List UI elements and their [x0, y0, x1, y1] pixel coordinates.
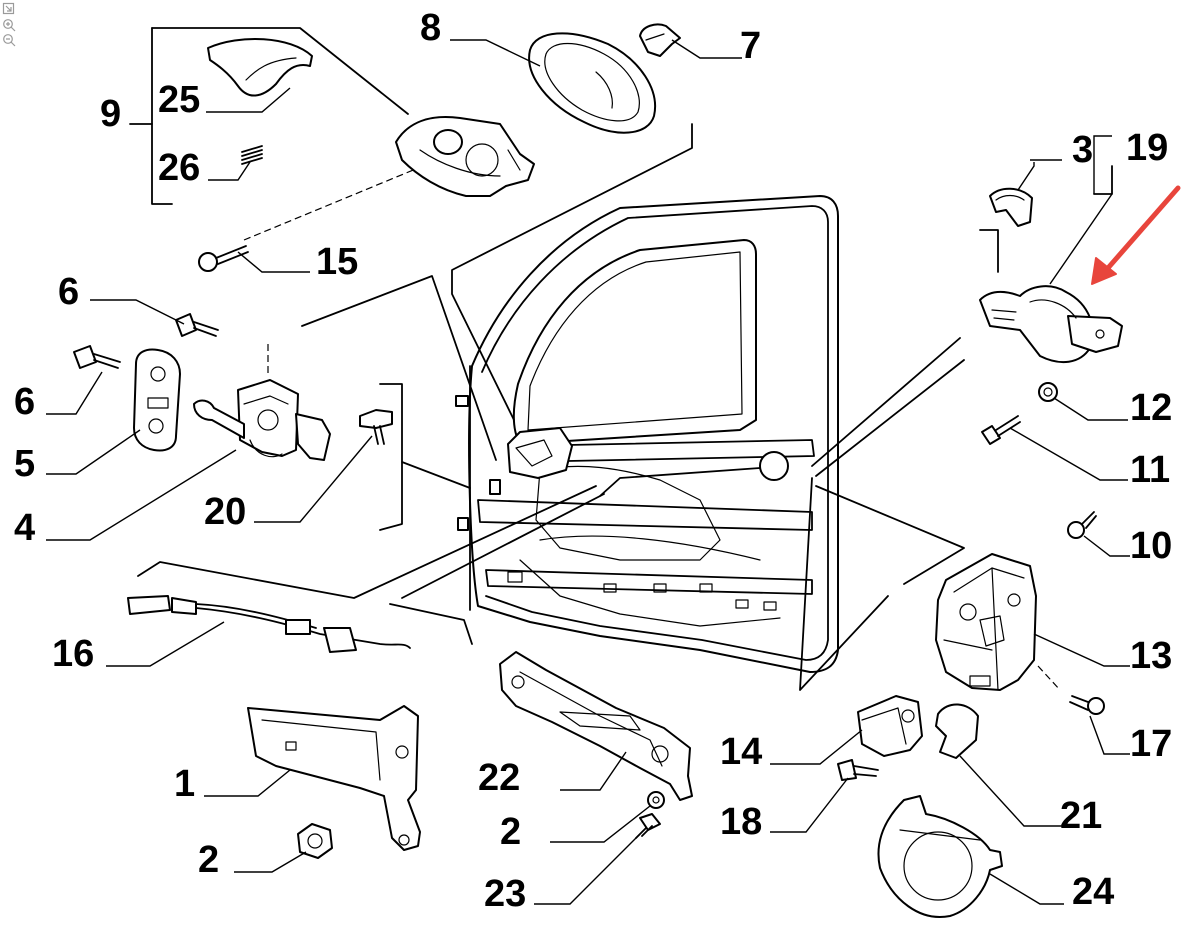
- callout-12: 12: [1130, 387, 1172, 429]
- part-8-handle-bezel[interactable]: [528, 32, 657, 134]
- callout-16: 16: [52, 633, 94, 675]
- part-6-bolt-upper[interactable]: [175, 313, 219, 337]
- viewer-toolbar: [2, 2, 18, 47]
- part-21-gasket[interactable]: [935, 703, 979, 759]
- callout-6-lower: 6: [14, 381, 35, 423]
- part-2-nut-center[interactable]: [647, 791, 665, 809]
- part-13-lock-mechanism[interactable]: [935, 553, 1037, 691]
- highlight-arrow: [1091, 185, 1181, 285]
- callout-14: 14: [720, 731, 762, 773]
- callout-6-upper: 6: [58, 271, 79, 313]
- part-5-spacer-plate[interactable]: [133, 348, 181, 452]
- part-16-cable[interactable]: [127, 595, 411, 653]
- zoom-out-icon[interactable]: [2, 33, 16, 47]
- part-19-lock-cylinder[interactable]: [979, 285, 1123, 364]
- callout-22: 22: [478, 757, 520, 799]
- callout-13: 13: [1130, 635, 1172, 677]
- part-17-screw[interactable]: [1069, 695, 1105, 715]
- zoom-in-icon[interactable]: [2, 18, 16, 32]
- callout-5: 5: [14, 443, 35, 485]
- part-2-nut-lower[interactable]: [297, 823, 333, 859]
- part-4-door-check[interactable]: [193, 379, 331, 461]
- callout-7: 7: [740, 25, 761, 67]
- callout-2-center: 2: [500, 811, 521, 853]
- callout-26: 26: [158, 147, 200, 189]
- part-12-washer[interactable]: [1038, 382, 1058, 402]
- door-panel: [455, 195, 839, 673]
- part-25-handle-cap[interactable]: [207, 38, 313, 97]
- callout-21: 21: [1060, 795, 1102, 837]
- callout-2-lower: 2: [198, 839, 219, 881]
- part-11-screw[interactable]: [981, 415, 1021, 445]
- callout-20: 20: [204, 491, 246, 533]
- callout-10: 10: [1130, 525, 1172, 567]
- part-7-clip[interactable]: [639, 23, 681, 57]
- callout-18: 18: [720, 801, 762, 843]
- callout-17: 17: [1130, 723, 1172, 765]
- callout-24: 24: [1072, 871, 1114, 913]
- callout-15: 15: [316, 241, 358, 283]
- callout-23: 23: [484, 873, 526, 915]
- fit-icon[interactable]: [2, 2, 16, 16]
- callout-1: 1: [174, 763, 195, 805]
- callout-25: 25: [158, 79, 200, 121]
- callout-11: 11: [1130, 449, 1170, 491]
- part-14-striker-block[interactable]: [857, 695, 923, 757]
- part-3-cap[interactable]: [989, 187, 1033, 227]
- part-23-bolt[interactable]: [635, 813, 661, 839]
- part-9-handle-housing[interactable]: [395, 116, 535, 197]
- part-6-bolt-lower[interactable]: [73, 345, 121, 369]
- part-15-screw[interactable]: [198, 245, 249, 272]
- callout-labels: 8 7 9 25 26 3 19 15 6 6 5 4 20 12 11 10 …: [14, 7, 1172, 915]
- callout-9: 9: [100, 93, 121, 135]
- part-1-bracket[interactable]: [247, 705, 421, 851]
- callout-8: 8: [420, 7, 441, 49]
- part-18-bolt[interactable]: [837, 759, 879, 781]
- exploded-guide-lines: [129, 27, 1113, 691]
- part-22-inner-handle-bracket[interactable]: [499, 651, 693, 801]
- callout-3: 3: [1072, 129, 1093, 171]
- callout-19: 19: [1126, 127, 1168, 169]
- part-10-screw[interactable]: [1067, 511, 1097, 539]
- part-20-bolt[interactable]: [359, 409, 393, 445]
- part-24-cover[interactable]: [877, 795, 1003, 918]
- part-26-spring[interactable]: [241, 145, 263, 165]
- leader-lines: [46, 39, 1130, 905]
- callout-4: 4: [14, 507, 35, 549]
